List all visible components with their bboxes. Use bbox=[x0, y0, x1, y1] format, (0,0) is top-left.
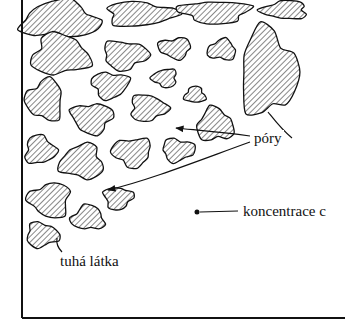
solid-particle bbox=[243, 22, 299, 115]
concentration-label: koncentrace c bbox=[241, 203, 328, 220]
solid-particle bbox=[197, 105, 235, 140]
solid-particle bbox=[91, 72, 131, 101]
solid-particle bbox=[31, 32, 93, 75]
solid-label: tuhá látka bbox=[58, 253, 121, 270]
solid-particle bbox=[69, 204, 105, 229]
solid-particle bbox=[26, 183, 71, 218]
solid-particle bbox=[27, 222, 60, 249]
solid-particle bbox=[103, 188, 135, 210]
solid-particle bbox=[69, 104, 114, 136]
solid-particle bbox=[24, 77, 61, 121]
leader-arrow bbox=[108, 142, 250, 190]
solid-particle bbox=[183, 86, 206, 102]
frame-left bbox=[21, 0, 23, 318]
leader-arrow bbox=[176, 128, 250, 136]
solid-particle bbox=[107, 1, 182, 26]
solid-particle bbox=[163, 138, 195, 163]
concentration-point bbox=[195, 210, 200, 215]
solid-particle bbox=[110, 138, 150, 169]
solid-particle bbox=[158, 38, 191, 61]
solid-particle bbox=[207, 38, 236, 60]
pores-label: póry bbox=[252, 130, 284, 147]
solid-particle bbox=[25, 135, 59, 164]
solid-particle bbox=[58, 142, 103, 180]
solid-particle bbox=[257, 0, 306, 18]
solid-particle bbox=[131, 95, 171, 122]
solid-particle bbox=[105, 41, 151, 72]
solid-particle bbox=[18, 0, 103, 37]
leader-line bbox=[57, 238, 62, 252]
solid-particle bbox=[176, 2, 254, 24]
frame-bottom bbox=[22, 317, 345, 319]
solid-particle bbox=[150, 69, 176, 88]
leader-line bbox=[200, 211, 238, 212]
